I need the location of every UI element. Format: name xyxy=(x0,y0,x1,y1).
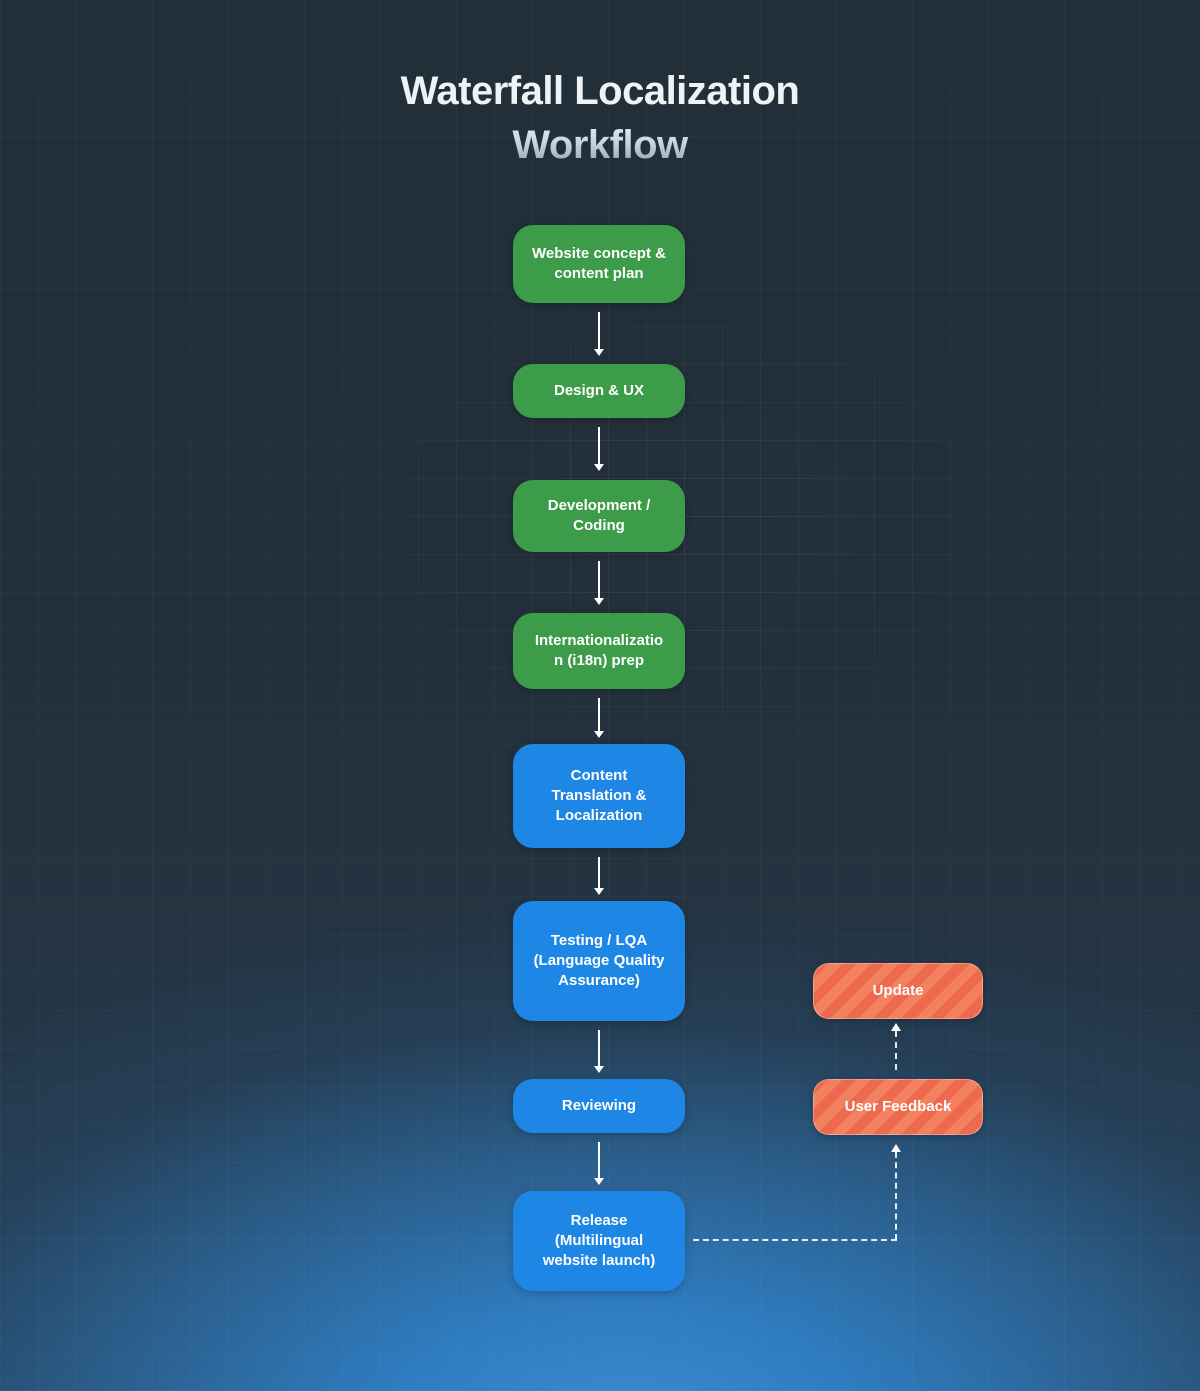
diagram-title: Waterfall Localization Workflow xyxy=(0,64,1200,172)
node-update: Update xyxy=(813,963,983,1019)
flow-arrow-6 xyxy=(594,1030,604,1073)
node-user-feedback: User Feedback xyxy=(813,1079,983,1135)
node-development-coding: Development / Coding xyxy=(513,480,685,552)
feedback-arrow-userfeedback-to-update xyxy=(891,1023,901,1070)
flow-arrow-3 xyxy=(594,561,604,605)
flow-arrow-1 xyxy=(594,312,604,356)
node-website-concept-content-plan: Website concept & content plan xyxy=(513,225,685,303)
flow-arrow-2 xyxy=(594,427,604,471)
node-testing-lqa: Testing / LQA (Language Quality Assuranc… xyxy=(513,901,685,1021)
node-content-translation-localization: Content Translation & Localization xyxy=(513,744,685,848)
title-line2: Workflow xyxy=(0,118,1200,172)
flow-arrow-4 xyxy=(594,698,604,738)
title-line1: Waterfall Localization xyxy=(400,69,800,113)
flow-arrow-5 xyxy=(594,857,604,895)
feedback-connector-release-horizontal xyxy=(693,1239,897,1241)
node-reviewing: Reviewing xyxy=(513,1079,685,1133)
feedback-arrow-release-to-userfeedback xyxy=(891,1144,901,1240)
node-design-ux: Design & UX xyxy=(513,364,685,418)
flow-arrow-7 xyxy=(594,1142,604,1185)
node-i18n-prep: Internationalization (i18n) prep xyxy=(513,613,685,689)
node-release: Release (Multilingual website launch) xyxy=(513,1191,685,1291)
